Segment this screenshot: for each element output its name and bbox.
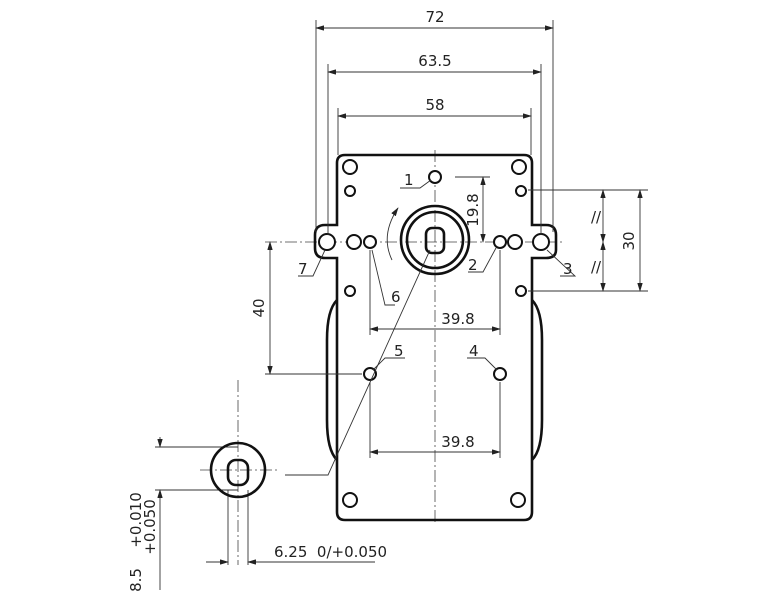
dim-upper-hole-spacing: 39.8 [441, 310, 474, 328]
tol-upper: +0.010 [127, 492, 145, 548]
dim-shaft-width: 8.5 [127, 568, 145, 592]
center-lines [200, 150, 565, 565]
tol-lower: +0.050 [141, 499, 159, 555]
shaft-section-view [209, 441, 267, 499]
housing-bulge-left [325, 299, 338, 461]
dim-lower-hole-spacing: 39.8 [441, 433, 474, 451]
parallel-mark-top: // [591, 208, 602, 226]
housing-bulge-right [531, 299, 544, 461]
plate-outline [313, 153, 558, 522]
hole-label-6: 6 [391, 288, 401, 306]
hole-label-7: 7 [298, 260, 308, 278]
dim-side-hole-spacing: 30 [620, 231, 638, 250]
extension-lines [155, 20, 648, 565]
parallel-mark-bottom: // [591, 258, 602, 276]
output-shaft [399, 204, 471, 276]
mounting-holes [318, 159, 550, 508]
dim-overall-width: 72 [425, 8, 444, 26]
dim-ear-hole-spacing: 63.5 [418, 52, 451, 70]
dimension-lines [157, 25, 643, 590]
rotation-arrow [386, 207, 399, 261]
hole-label-3: 3 [563, 260, 573, 278]
hole-label-5: 5 [394, 342, 404, 360]
hole-label-1: 1 [404, 171, 414, 189]
hole-label-4: 4 [469, 342, 479, 360]
dim-vertical-hole-spacing: 40 [250, 298, 268, 317]
dim-shaft-flat: 6.25 0/+0.050 [274, 543, 387, 561]
dim-hole1-offset: 19.8 [464, 193, 482, 226]
dim-plate-width: 58 [425, 96, 444, 114]
leader-lines [285, 179, 577, 476]
hole-label-2: 2 [468, 256, 478, 274]
